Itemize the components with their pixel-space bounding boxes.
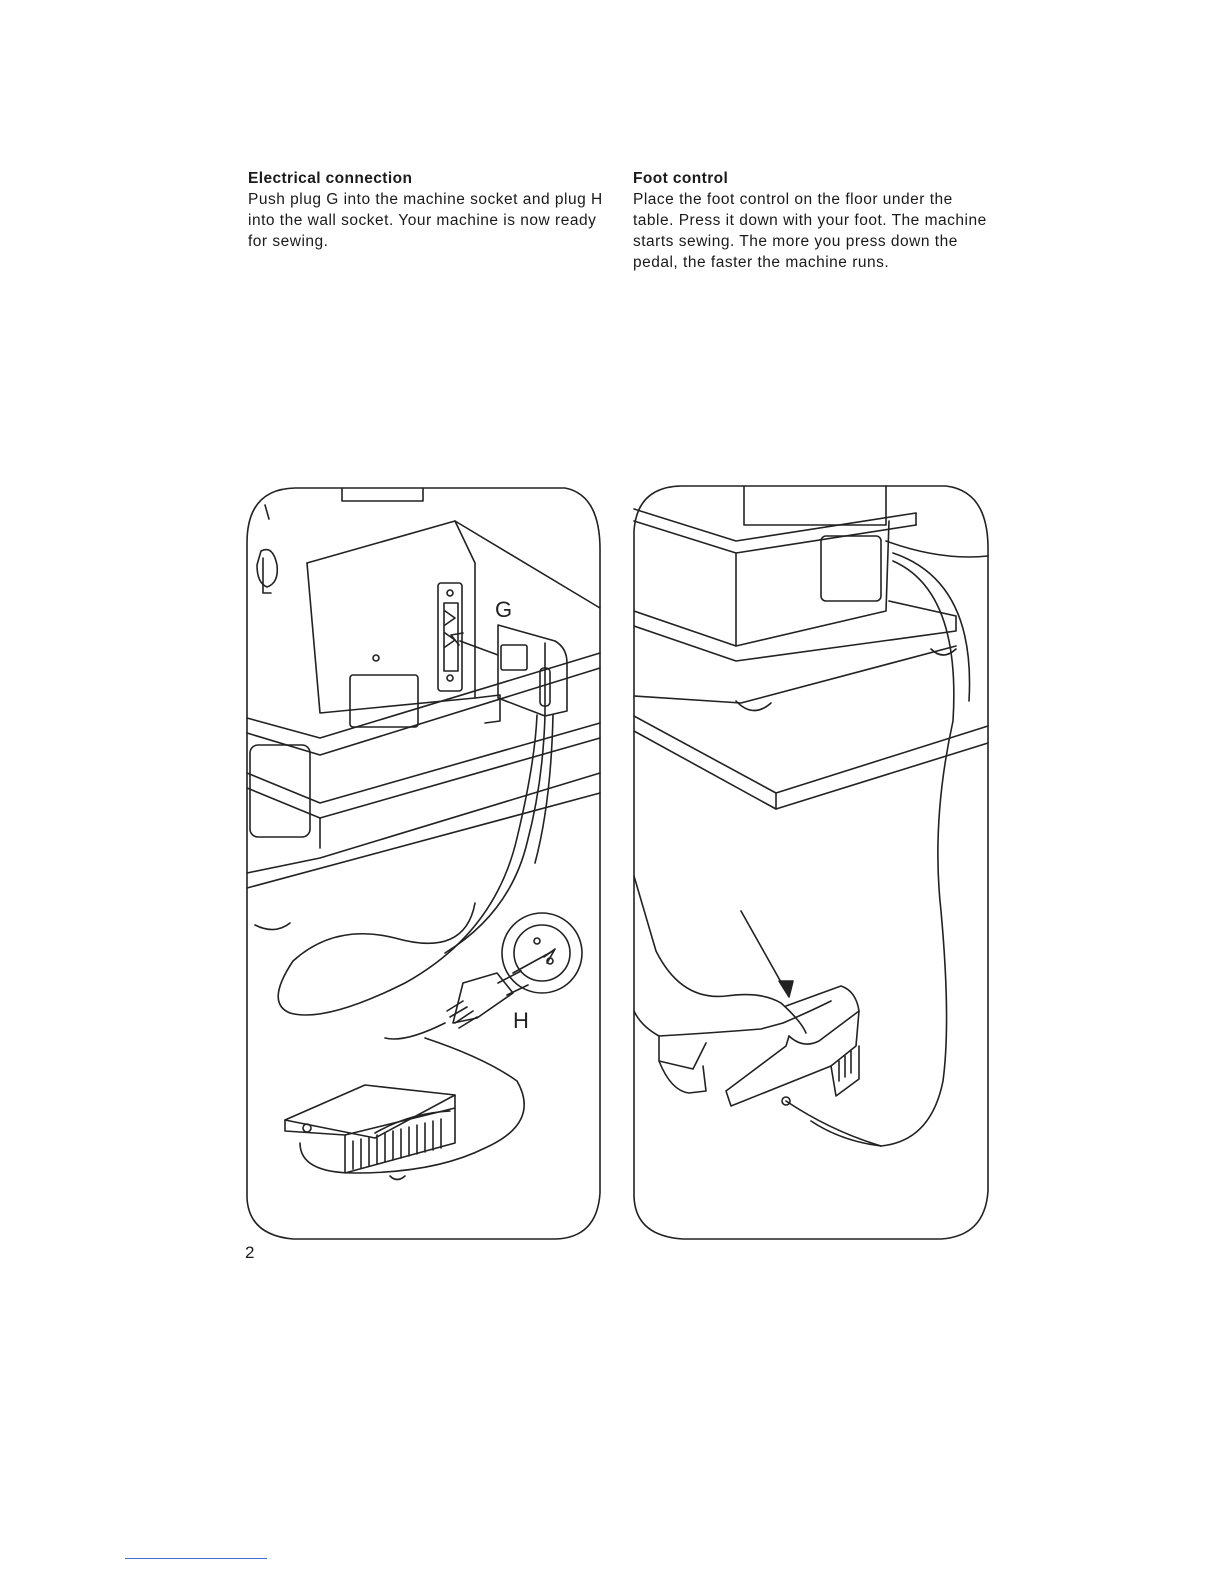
page-number: 2 [245, 1243, 255, 1262]
electrical-connection-text: Push plug G into the machine socket and … [248, 191, 603, 250]
plug-h-label: H [513, 1008, 529, 1033]
foot-pedal-drawing [633, 485, 989, 1240]
electrical-connection-heading: Electrical connection [248, 170, 413, 187]
electrical-connection-section: Electrical connection Push plug G into t… [248, 168, 603, 252]
foot-control-illustration [631, 481, 990, 1241]
foot-control-heading: Foot control [633, 170, 729, 187]
machine-plug-drawing [246, 487, 601, 1240]
foot-control-section: Foot control Place the foot control on t… [633, 168, 993, 273]
footer-rule [125, 1558, 267, 1559]
foot-control-text: Place the foot control on the floor unde… [633, 191, 987, 271]
electrical-connection-illustration: G H [245, 483, 603, 1243]
plug-g-label: G [495, 597, 513, 622]
